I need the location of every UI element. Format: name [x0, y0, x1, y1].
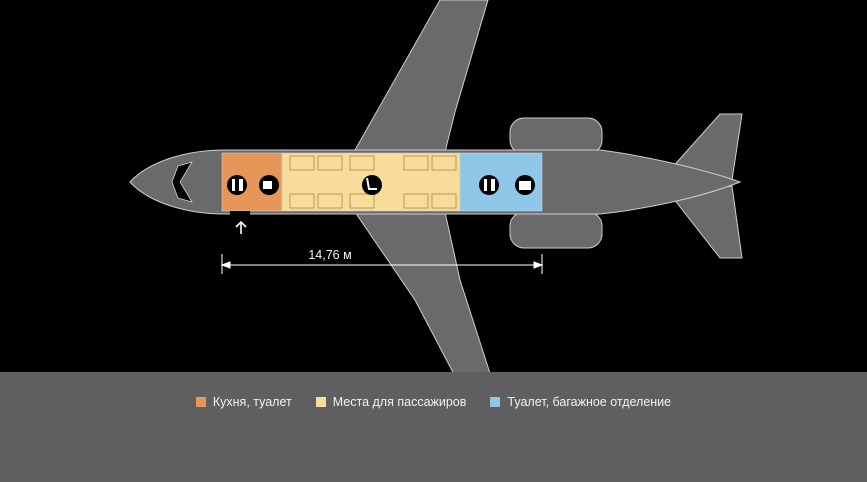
legend-label: Кухня, туалет: [212, 395, 292, 409]
toilet-icon: [479, 175, 499, 195]
legend-item-passenger: Места для пассажиров: [315, 395, 467, 409]
legend-label: Туалет, багажное отделение: [507, 395, 672, 409]
cockpit-window: [171, 161, 193, 203]
length-label: 14,76 м: [308, 248, 352, 262]
legend: Кухня, туалет Места для пассажиров Туале…: [0, 395, 867, 409]
legend-background: [0, 372, 867, 482]
upper-wing: [354, 0, 489, 153]
length-dimension: [220, 254, 544, 274]
lower-engine: [509, 211, 603, 249]
coffee-cup-icon: [259, 175, 279, 195]
seat-rows: [289, 155, 457, 209]
legend-item-galley: Кухня, туалет: [195, 395, 292, 409]
luggage-icon: [515, 175, 535, 195]
upper-engine: [509, 117, 603, 155]
entry-arrow-icon: [235, 220, 247, 234]
legend-item-baggage: Туалет, багажное отделение: [490, 395, 671, 409]
door-marker: [230, 211, 250, 215]
seat-icon: [362, 175, 382, 195]
toilet-icon: [227, 175, 247, 195]
legend-label: Места для пассажиров: [332, 395, 467, 409]
legend-swatch: [315, 397, 326, 407]
legend-swatch: [195, 397, 206, 407]
legend-swatch: [490, 397, 501, 407]
